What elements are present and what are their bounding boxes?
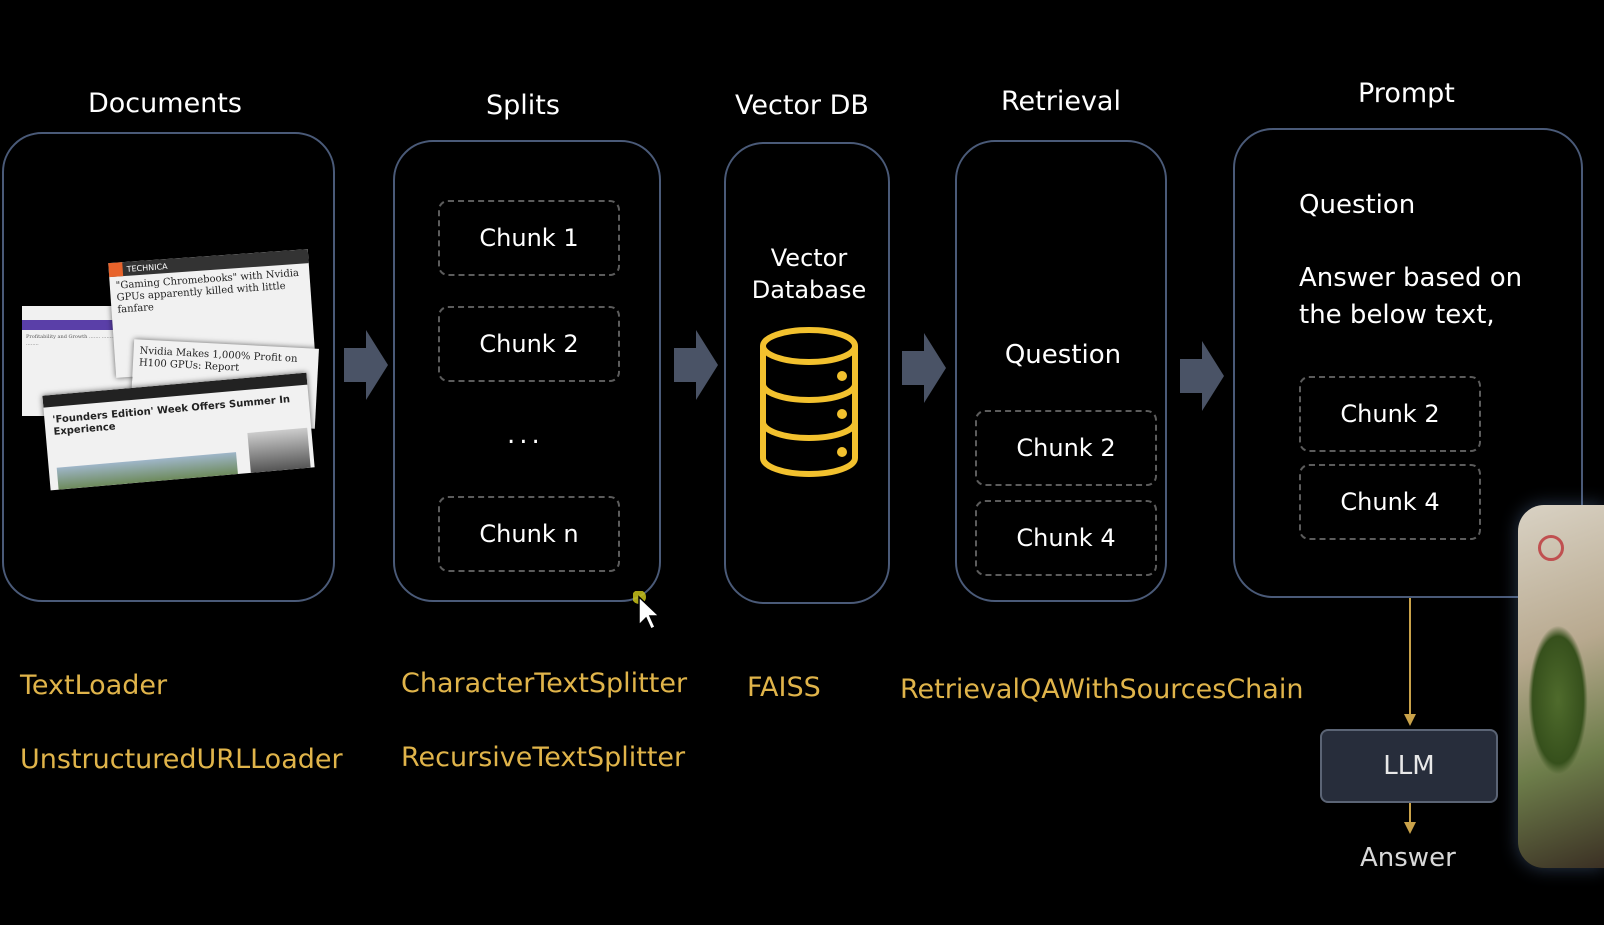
split-chunk-1: Chunk 1 <box>438 200 620 276</box>
split-chunk-2: Chunk 2 <box>438 306 620 382</box>
lib-retrievalqawithsourceschain: RetrievalQAWithSourcesChain <box>900 674 1304 705</box>
split-ellipsis: ... <box>507 420 544 450</box>
vectordb-panel: Vector Database <box>724 142 890 604</box>
retrieval-panel: Question Chunk 2 Chunk 4 <box>955 140 1167 602</box>
prompt-chunk-4: Chunk 4 <box>1299 464 1481 540</box>
documents-panel: Profitability and Growth ....... .......… <box>2 132 335 602</box>
documents-title: Documents <box>88 88 242 119</box>
lib-recursivetextsplitter: RecursiveTextSplitter <box>401 742 686 773</box>
splits-title: Splits <box>486 90 560 121</box>
lib-unstructuredurlloader: UnstructuredURLLoader <box>20 744 343 775</box>
retrieval-chunk-2: Chunk 2 <box>975 410 1157 486</box>
flow-arrow-retrieval-prompt <box>1180 341 1224 411</box>
prompt-instruction-line2: the below text, <box>1299 300 1495 330</box>
flow-arrow-vectordb-retrieval <box>902 333 946 403</box>
prompt-instruction-line1: Answer based on <box>1299 263 1523 293</box>
flow-arrow-documents-splits <box>344 330 388 400</box>
retrieval-title: Retrieval <box>1001 86 1121 117</box>
vectordb-label-line2: Database <box>751 276 867 304</box>
presenter-webcam <box>1518 505 1604 868</box>
prompt-panel: Question Answer based on the below text,… <box>1233 128 1583 598</box>
prompt-title: Prompt <box>1358 78 1455 109</box>
lib-textloader: TextLoader <box>20 670 168 701</box>
mouse-cursor-icon <box>633 591 661 631</box>
vectordb-label-line1: Vector <box>770 244 848 272</box>
retrieval-chunk-4: Chunk 4 <box>975 500 1157 576</box>
retrieval-question: Question <box>1004 340 1122 370</box>
prompt-question: Question <box>1299 190 1416 220</box>
answer-label: Answer <box>1360 843 1456 873</box>
flow-arrow-splits-vectordb <box>674 330 718 400</box>
prompt-llm-connector <box>1404 598 1416 834</box>
llm-box: LLM <box>1320 729 1498 803</box>
prompt-chunk-2: Chunk 2 <box>1299 376 1481 452</box>
lib-charactertextsplitter: CharacterTextSplitter <box>401 668 688 699</box>
database-icon <box>760 327 858 477</box>
vectordb-title: Vector DB <box>735 90 869 121</box>
lib-faiss: FAISS <box>747 672 821 703</box>
splits-panel: Chunk 1 Chunk 2 ... Chunk n <box>393 140 661 602</box>
split-chunk-n: Chunk n <box>438 496 620 572</box>
